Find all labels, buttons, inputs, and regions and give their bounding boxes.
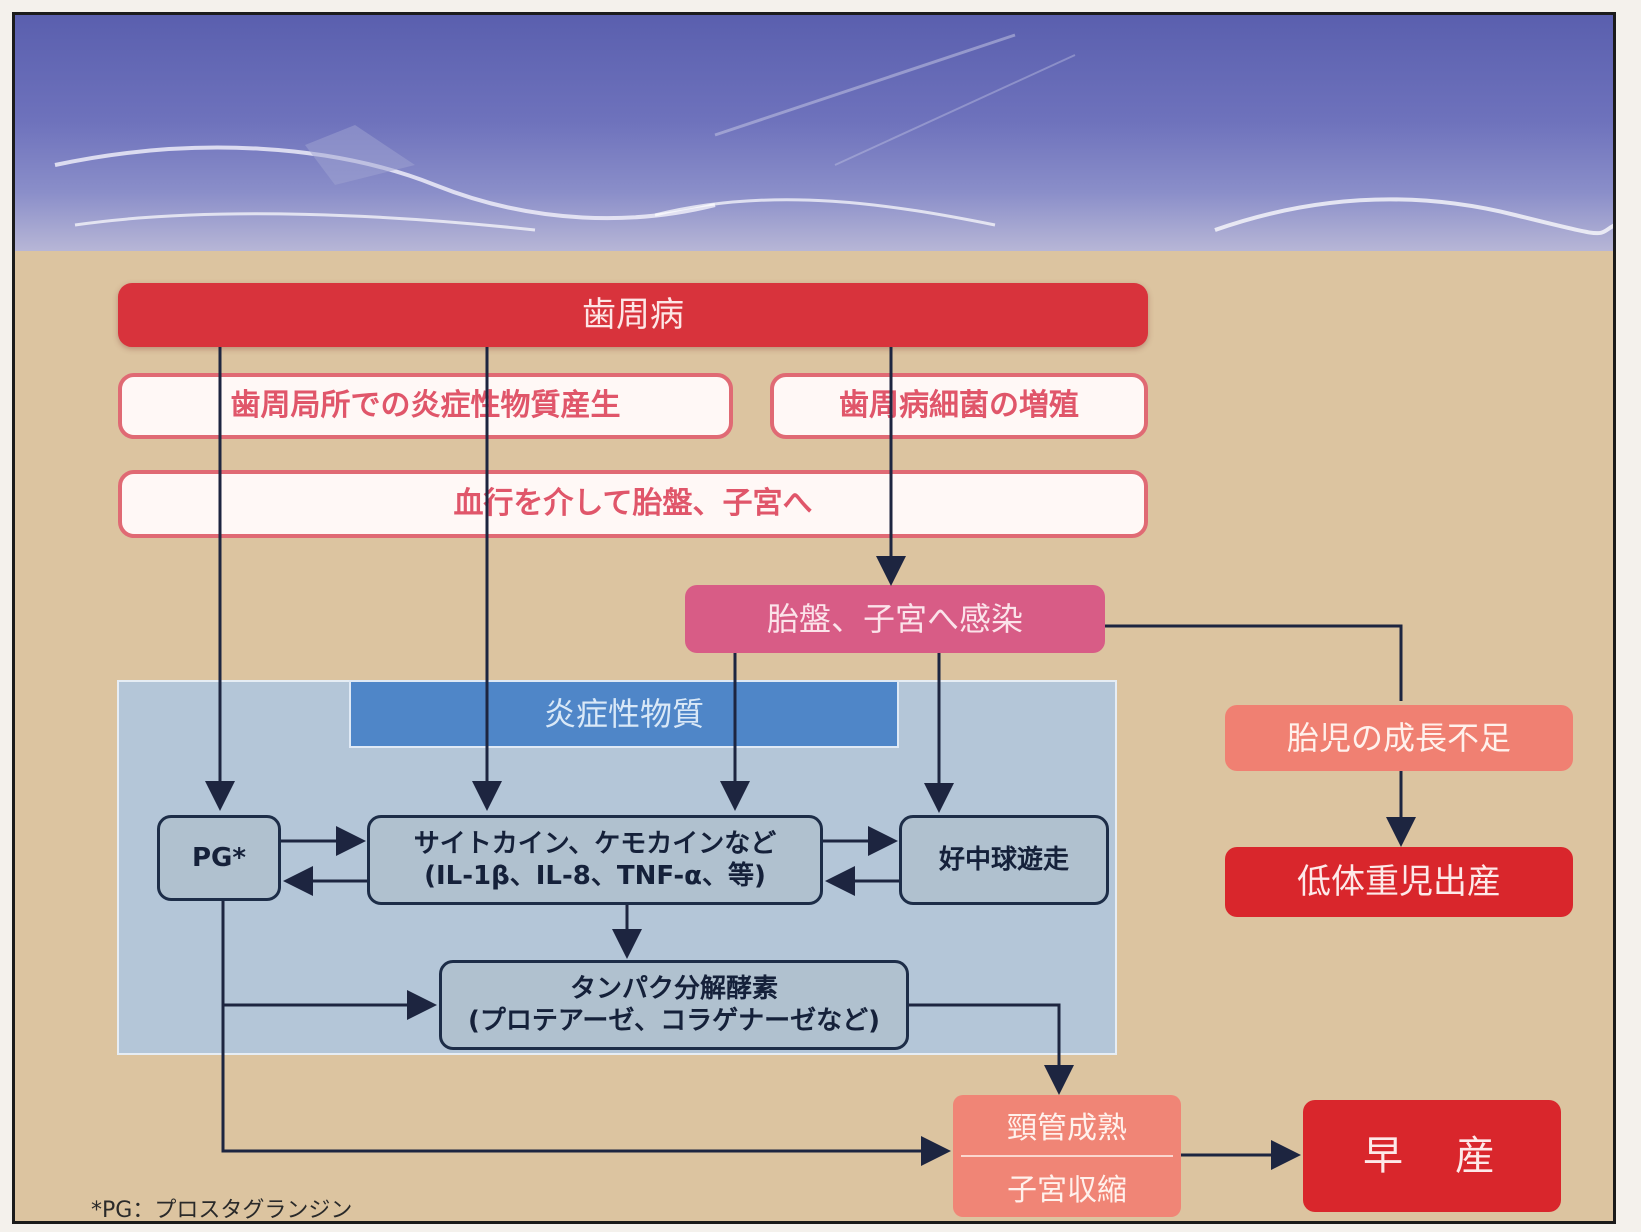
pg-box: PG*: [157, 815, 281, 901]
low-birth-weight-box: 低体重児出産: [1225, 847, 1573, 917]
cervical-ripening-label: 頸管成熟: [1007, 1111, 1127, 1146]
placental-infection-box: 胎盤、子宮へ感染: [685, 585, 1105, 653]
stack-divider: [961, 1155, 1173, 1157]
preterm-birth-label: 早 産: [1363, 1133, 1501, 1179]
pg-label: PG*: [192, 842, 246, 873]
slide-frame: 歯周病 歯周局所での炎症性物質産生 歯周病細菌の増殖 血行を介して胎盤、子宮へ …: [12, 12, 1616, 1224]
header-banner: [15, 15, 1613, 251]
bacterial-growth-label: 歯周病細菌の増殖: [839, 388, 1079, 424]
inflammatory-substances-box: 炎症性物質: [349, 680, 899, 748]
neutrophil-migration-label: 好中球遊走: [938, 844, 1069, 875]
local-inflammatory-production-label: 歯周局所での炎症性物質産生: [230, 388, 621, 424]
periodontal-disease-label: 歯周病: [582, 294, 684, 335]
cytokines-label-line1: サイトカイン、ケモカインなど: [413, 828, 777, 859]
cytokines-box: サイトカイン、ケモカインなど (IL-1β、IL-8、TNF-α、等): [367, 815, 823, 905]
protease-label-line2: (プロテアーゼ、コラゲナーゼなど): [468, 1006, 880, 1036]
protease-label-line1: タンパク分解酵素: [569, 973, 778, 1004]
wave-decoration: [54, 33, 1613, 236]
placental-infection-label: 胎盤、子宮へ感染: [766, 600, 1023, 638]
cytokines-label-line2: (IL-1β、IL-8、TNF-α、等): [424, 861, 766, 891]
protease-box: タンパク分解酵素 (プロテアーゼ、コラゲナーゼなど): [439, 960, 909, 1050]
arrow-infection-to-fetal-growth: [1105, 624, 1403, 701]
low-birth-weight-label: 低体重児出産: [1297, 861, 1501, 902]
periodontal-disease-box: 歯周病: [118, 283, 1148, 347]
fetal-growth-deficiency-box: 胎児の成長不足: [1225, 705, 1573, 771]
inflammatory-substances-label: 炎症性物質: [543, 695, 704, 733]
via-blood-box: 血行を介して胎盤、子宮へ: [118, 470, 1148, 538]
footnote: *PG：プロスタグランジン: [91, 1198, 353, 1223]
fetal-growth-deficiency-label: 胎児の成長不足: [1286, 719, 1511, 757]
neutrophil-migration-box: 好中球遊走: [899, 815, 1109, 905]
via-blood-label: 血行を介して胎盤、子宮へ: [453, 486, 813, 522]
bacterial-growth-box: 歯周病細菌の増殖: [770, 373, 1148, 439]
uterine-contraction-label: 子宮収縮: [1007, 1173, 1127, 1208]
cervical-uterine-box: 頸管成熟 子宮収縮: [953, 1095, 1181, 1217]
preterm-birth-box: 早 産: [1303, 1100, 1561, 1212]
local-inflammatory-production-box: 歯周局所での炎症性物質産生: [118, 373, 733, 439]
